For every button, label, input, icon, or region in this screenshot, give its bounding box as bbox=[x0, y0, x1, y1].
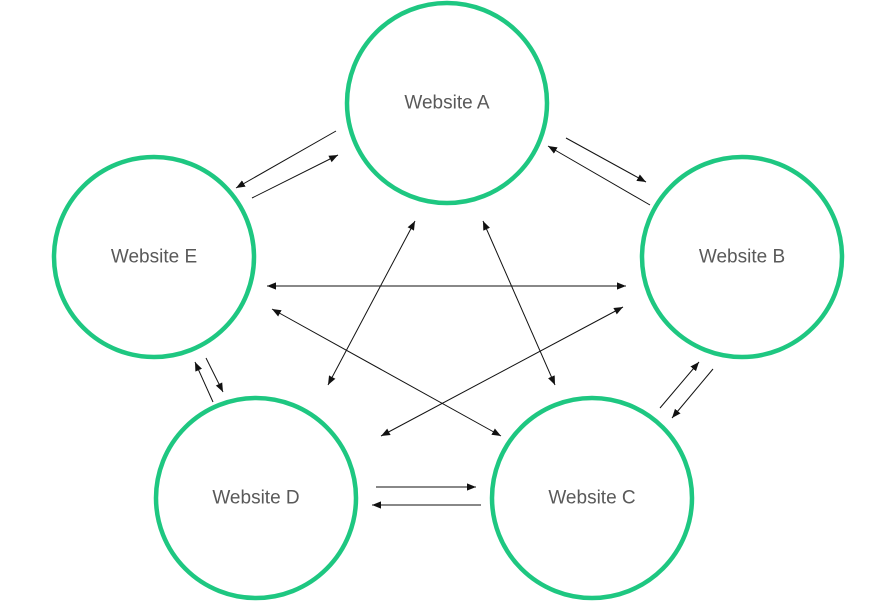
arrow-a-c bbox=[482, 220, 556, 386]
links-layer bbox=[194, 130, 714, 509]
node-label: Website B bbox=[699, 247, 785, 268]
node-website-a: Website A bbox=[344, 0, 550, 206]
node-website-e: Website E bbox=[51, 154, 257, 360]
node-circle bbox=[153, 395, 359, 601]
arrow-b-to-a bbox=[547, 145, 651, 206]
arrow-a-to-e bbox=[235, 130, 337, 189]
node-circle bbox=[51, 154, 257, 360]
nodes-layer: Website A Website B Website C Website D … bbox=[51, 0, 845, 601]
node-website-d: Website D bbox=[153, 395, 359, 601]
node-label: Website E bbox=[111, 247, 197, 268]
arrow-a-d bbox=[327, 220, 416, 386]
arrow-c-to-b bbox=[659, 361, 700, 409]
node-label: Website A bbox=[404, 93, 490, 114]
node-circle bbox=[489, 395, 695, 601]
arrow-b-d bbox=[380, 306, 624, 437]
node-website-b: Website B bbox=[639, 154, 845, 360]
arrow-d-to-e bbox=[194, 361, 214, 403]
arrow-b-to-c bbox=[671, 368, 714, 419]
node-label: Website C bbox=[548, 488, 635, 509]
node-website-c: Website C bbox=[489, 395, 695, 601]
arrow-e-to-a bbox=[251, 154, 339, 199]
arrow-a-to-b bbox=[565, 137, 647, 183]
arrow-e-to-d bbox=[205, 357, 224, 393]
node-circle bbox=[639, 154, 845, 360]
node-label: Website D bbox=[212, 488, 299, 509]
node-circle bbox=[344, 0, 550, 206]
